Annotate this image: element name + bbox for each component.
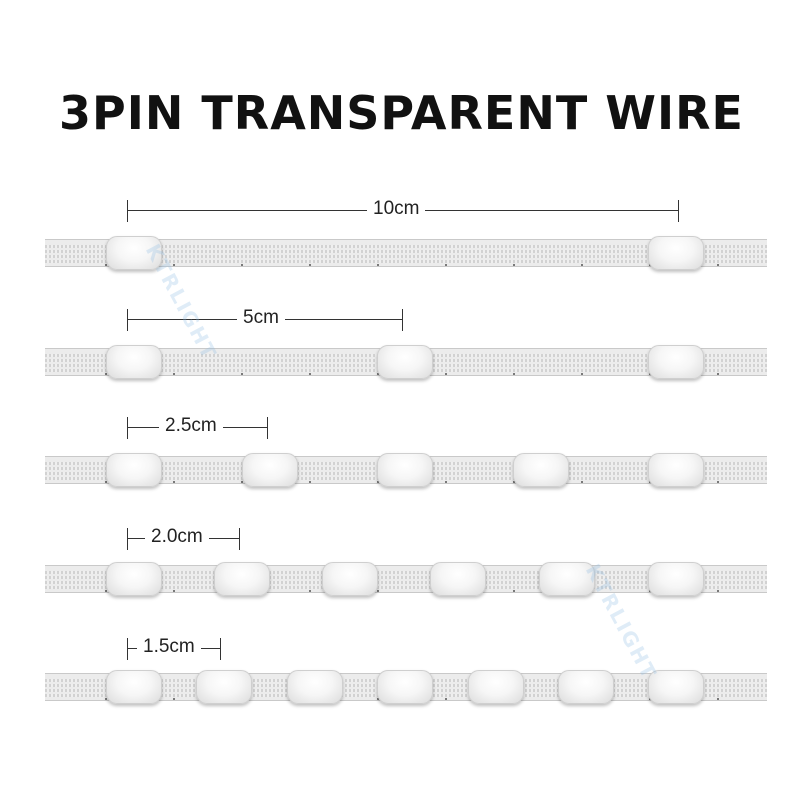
led-bead: [106, 236, 162, 270]
wire-strand: [45, 260, 767, 263]
led-bead: [648, 670, 704, 704]
wire-row-2-5cm: 2.5cm: [0, 415, 803, 527]
spacing-label: 1.5cm: [137, 636, 201, 658]
wire-dot: [377, 590, 379, 592]
led-bead: [558, 670, 614, 704]
wire-dot: [105, 264, 107, 266]
wire-strip: [45, 565, 767, 593]
wire-strand: [45, 581, 767, 584]
wire-dot: [445, 481, 447, 483]
page-title: 3PIN TRANSPARENT WIRE: [59, 86, 744, 140]
led-bead: [242, 453, 298, 487]
wire-dot: [105, 590, 107, 592]
led-bead: [648, 236, 704, 270]
led-bead: [648, 345, 704, 379]
wire-dot: [309, 590, 311, 592]
wire-dot: [581, 264, 583, 266]
led-bead: [648, 453, 704, 487]
spacing-label: 2.0cm: [145, 526, 209, 548]
wire-dot: [173, 264, 175, 266]
wire-dot: [105, 481, 107, 483]
wire-dot: [513, 264, 515, 266]
wire-dot: [173, 373, 175, 375]
dimension-marker: 10cm: [127, 198, 680, 222]
wire-row-1-5cm: 1.5cm: [0, 636, 803, 748]
wire-strand: [45, 576, 767, 579]
wire-dot: [445, 264, 447, 266]
wire-dot: [309, 264, 311, 266]
wire-dot: [309, 481, 311, 483]
led-bead: [106, 562, 162, 596]
wire-dot: [581, 481, 583, 483]
spacing-label: 5cm: [237, 307, 285, 329]
wire-strip: [45, 239, 767, 267]
led-bead: [377, 345, 433, 379]
wire-strand: [45, 255, 767, 258]
wire-dot: [241, 264, 243, 266]
led-bead: [377, 670, 433, 704]
dimension-marker: 5cm: [127, 307, 404, 331]
wire-dot: [241, 481, 243, 483]
wire-dot: [581, 373, 583, 375]
wire-row-5cm: 5cm: [0, 307, 803, 419]
wire-dot: [717, 590, 719, 592]
wire-dot: [173, 698, 175, 700]
dimension-marker: 1.5cm: [127, 636, 222, 660]
led-bead: [430, 562, 486, 596]
wire-dot: [445, 373, 447, 375]
led-bead: [106, 453, 162, 487]
wire-dot: [241, 373, 243, 375]
led-bead: [196, 670, 252, 704]
led-bead: [513, 453, 569, 487]
led-bead: [648, 562, 704, 596]
led-bead: [539, 562, 595, 596]
wire-strand: [45, 571, 767, 574]
wire-dot: [513, 590, 515, 592]
wire-dot: [377, 264, 379, 266]
led-bead: [106, 345, 162, 379]
wire-strand: [45, 586, 767, 589]
led-bead: [106, 670, 162, 704]
wire-dot: [105, 698, 107, 700]
wire-dot: [445, 698, 447, 700]
wire-dot: [717, 264, 719, 266]
wire-dot: [717, 698, 719, 700]
led-bead: [287, 670, 343, 704]
wire-row-2-0cm: 2.0cm: [0, 526, 803, 638]
wire-dot: [513, 373, 515, 375]
spacing-label: 10cm: [367, 198, 426, 220]
led-bead: [322, 562, 378, 596]
wire-dot: [309, 373, 311, 375]
wire-strand: [45, 250, 767, 253]
led-bead: [214, 562, 270, 596]
wire-dot: [717, 481, 719, 483]
wire-dot: [105, 373, 107, 375]
dimension-marker: 2.0cm: [127, 526, 241, 550]
wire-row-10cm: 10cm: [0, 198, 803, 310]
wire-strand: [45, 245, 767, 248]
led-bead: [468, 670, 524, 704]
wire-dot: [173, 481, 175, 483]
led-bead: [377, 453, 433, 487]
wire-dot: [173, 590, 175, 592]
spacing-label: 2.5cm: [159, 415, 223, 437]
wire-dot: [717, 373, 719, 375]
dimension-marker: 2.5cm: [127, 415, 269, 439]
